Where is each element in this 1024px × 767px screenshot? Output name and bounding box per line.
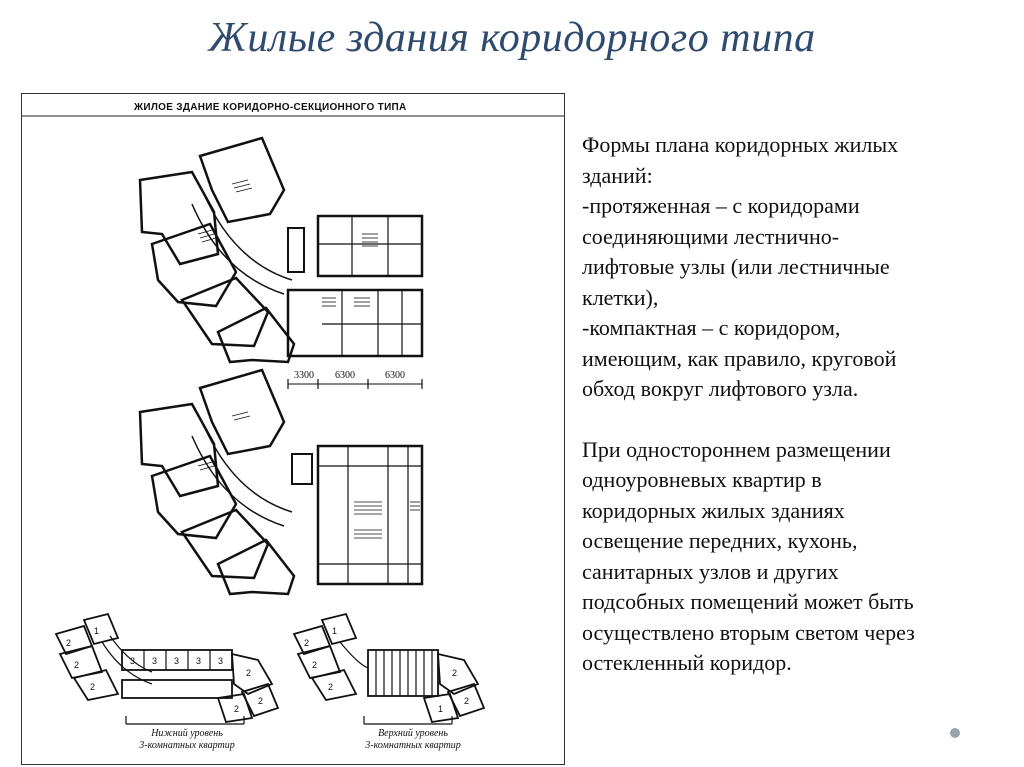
p1-line: лифтовые узлы (или лестничные: [582, 254, 890, 279]
svg-text:2: 2: [452, 668, 457, 678]
p1-line: зданий:: [582, 162, 653, 188]
p2-line: При одностороннем размещении: [582, 436, 891, 462]
p1-line: -протяженная – с коридорами: [582, 193, 860, 218]
p2-line: санитарных узлов и других: [582, 558, 839, 584]
slide-title: Жилые здания коридорного типа: [208, 15, 816, 61]
svg-text:2: 2: [66, 638, 71, 648]
floor-plan-figure: ЖИЛОЕ ЗДАНИЕ КОРИДОРНО-СЕКЦИОННОГО ТИПА: [21, 93, 565, 765]
plan-4-room-numbers: 2 1 2 2 2 2 1: [304, 626, 469, 714]
svg-text:3: 3: [174, 656, 179, 666]
floor-plan-drawing: 2 1 2 2 3 3 3 3 3 2 2 2: [22, 115, 564, 725]
p1-line: клетки),: [582, 284, 659, 310]
p1-line: имеющим, как правило, круговой: [582, 345, 897, 371]
svg-text:1: 1: [94, 626, 99, 636]
plan-1: [138, 136, 424, 389]
body-text: Формы плана коридорных жилых зданий: -пр…: [582, 130, 1012, 679]
p2-line: подсобных помещений может быть: [582, 589, 914, 614]
upper-level-caption-line-2: 3-комнатных квартир: [365, 740, 461, 751]
svg-text:1: 1: [438, 704, 443, 714]
svg-text:3: 3: [152, 656, 157, 666]
plan-3: [54, 612, 280, 725]
svg-text:2: 2: [464, 696, 469, 706]
svg-text:3: 3: [196, 656, 201, 666]
p1-line: соединяющими лестнично-: [582, 223, 840, 249]
svg-text:2: 2: [74, 660, 79, 670]
p1-line: Формы плана коридорных жилых: [582, 132, 899, 157]
p2-line: одноуровневых квартир в: [582, 467, 822, 492]
figure-heading: ЖИЛОЕ ЗДАНИЕ КОРИДОРНО-СЕКЦИОННОГО ТИПА: [134, 102, 407, 113]
svg-text:2: 2: [328, 682, 333, 692]
svg-text:3: 3: [218, 656, 223, 666]
paragraph-2: При одностороннем размещении одноуровнев…: [582, 435, 1012, 679]
p2-line: коридорных жилых зданиях: [582, 497, 845, 523]
p2-line: осуществлено вторым светом через: [582, 619, 915, 645]
upper-level-caption: Верхний уровень 3-комнатных квартир: [338, 728, 488, 752]
svg-text:1: 1: [332, 626, 337, 636]
lower-level-caption-line-2: 3-комнатных квартир: [139, 740, 235, 751]
upper-level-caption-line-1: Верхний уровень: [378, 728, 448, 739]
lower-level-caption-line-1: Нижний уровень: [151, 728, 223, 739]
paragraph-1: Формы плана коридорных жилых зданий: -пр…: [582, 130, 1012, 405]
lower-level-caption: Нижний уровень 3-комнатных квартир: [112, 728, 262, 752]
svg-text:2: 2: [90, 682, 95, 692]
svg-text:2: 2: [258, 696, 263, 706]
svg-text:2: 2: [246, 668, 251, 678]
paragraph-gap: [582, 405, 1012, 435]
p1-line: -компактная – с коридором,: [582, 315, 841, 340]
p2-line: освещение передних, кухонь,: [582, 528, 858, 553]
slide-nav-dot-icon[interactable]: [950, 728, 960, 738]
dimension-label-3: 6300: [385, 370, 405, 381]
svg-text:2: 2: [304, 638, 309, 648]
p1-line: обход вокруг лифтового узла.: [582, 376, 859, 401]
dimension-label-2: 6300: [335, 370, 355, 381]
dimension-label-1: 3300: [294, 370, 314, 381]
plan-3-room-numbers: 2 1 2 2 3 3 3 3 3 2 2 2: [66, 626, 263, 714]
svg-text:2: 2: [312, 660, 317, 670]
p2-line: остекленный коридор.: [582, 650, 792, 675]
plan-2: [138, 368, 424, 596]
plan-4: [292, 612, 486, 725]
svg-text:3: 3: [130, 656, 135, 666]
svg-text:2: 2: [234, 704, 239, 714]
